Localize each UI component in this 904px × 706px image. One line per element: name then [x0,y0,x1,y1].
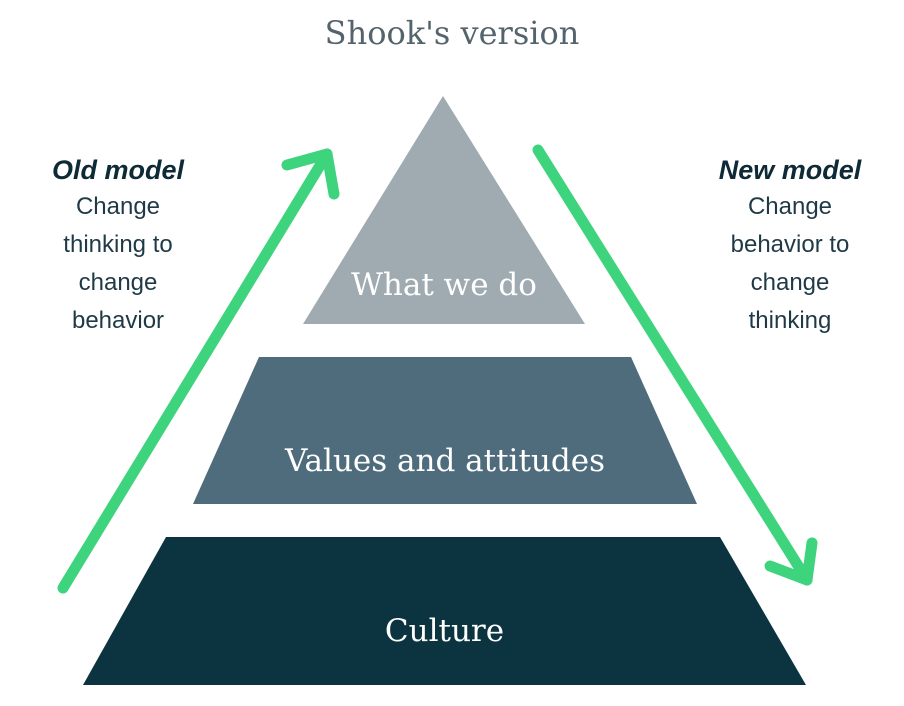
old-model-line: Change [75,193,161,220]
old-model-line: behavior [71,307,165,334]
old-model-caption: Old model Change thinking to change beha… [20,152,216,340]
new-model-heading: New model [718,155,862,185]
old-model-line: thinking to [63,231,173,258]
new-model-line: thinking [748,307,832,334]
bottom-tier-label: Culture [384,613,505,649]
pyramid-bottom-tier [83,537,806,685]
new-model-caption: New model Change behavior to change thin… [686,152,894,340]
middle-tier-label: Values and attitudes [285,443,605,479]
old-model-heading: Old model [51,155,184,185]
new-model-arrow [532,144,818,586]
old-model-arrow [57,148,340,594]
diagram-title: Shook's version [324,14,580,52]
new-model-line: change [750,269,830,296]
top-tier-label: What we do [351,267,537,303]
new-model-line: behavior to [730,231,850,258]
old-model-line: change [78,269,158,296]
pyramid-middle-tier [193,357,697,504]
new-model-line: Change [747,193,833,220]
pyramid-top-tier [303,96,585,324]
